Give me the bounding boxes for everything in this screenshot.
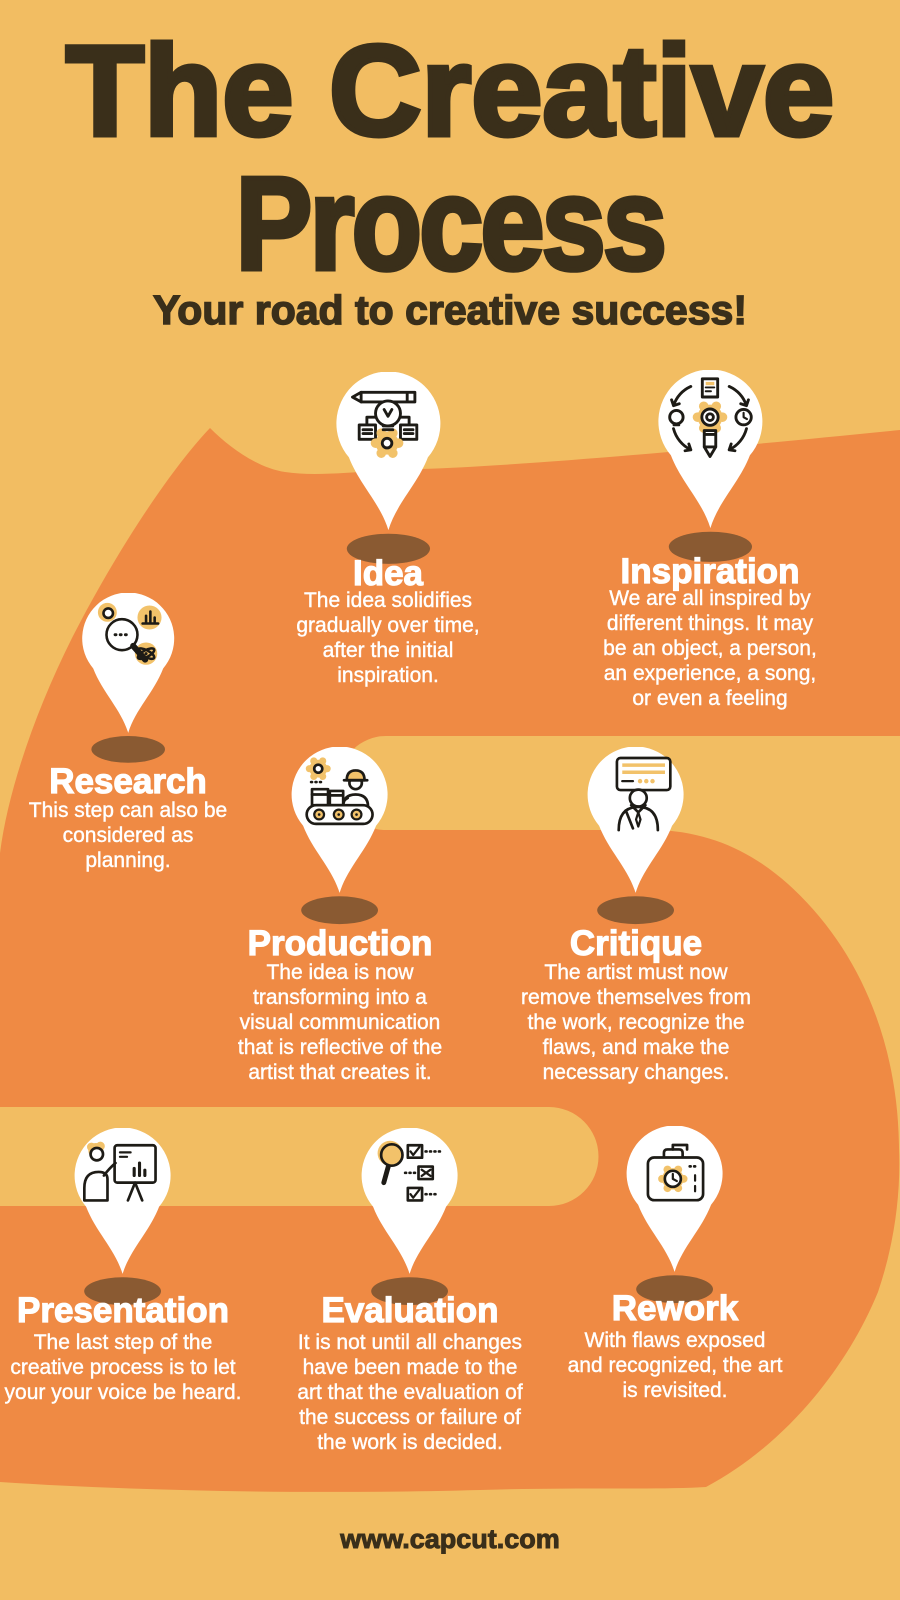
production-icon — [305, 757, 374, 826]
step-desc-evaluation: It is not until all changes have been ma… — [297, 1331, 523, 1454]
critique-icon — [615, 756, 672, 832]
presentation-icon — [83, 1141, 157, 1202]
step-desc-critique: The artist must now remove themselves fr… — [521, 961, 751, 1084]
step-title-idea: Idea — [352, 553, 424, 593]
step-desc-rework: With flaws exposed and recognized, the a… — [567, 1329, 783, 1402]
footer-url: www.capcut.com — [340, 1524, 561, 1555]
step-desc-idea: The idea solidifies gradually over time,… — [296, 589, 480, 687]
page-title-line2: Process — [233, 150, 669, 297]
idea-icon — [351, 390, 419, 458]
step-title-presentation: Presentation — [16, 1290, 229, 1330]
page-subtitle: Your road to creative success! — [152, 286, 747, 334]
page-title-line1: The Creative — [63, 20, 836, 163]
evaluation-icon — [377, 1140, 442, 1202]
step-title-inspiration: Inspiration — [620, 551, 800, 591]
step-desc-inspiration: We are all inspired by different things.… — [603, 587, 817, 710]
step-title-evaluation: Evaluation — [321, 1290, 499, 1330]
map-pin-inspiration — [658, 369, 762, 562]
step-desc-production: The idea is now transforming into a visu… — [237, 961, 443, 1084]
step-title-rework: Rework — [611, 1288, 739, 1328]
step-desc-presentation: The last step of the creative process is… — [4, 1331, 242, 1404]
step-desc-research: This step can also be considered as plan… — [28, 799, 228, 872]
inspiration-icon — [668, 377, 753, 458]
rework-icon — [646, 1143, 705, 1202]
step-title-production: Production — [247, 923, 433, 963]
research-icon — [97, 602, 162, 665]
step-title-research: Research — [49, 761, 208, 801]
step-title-critique: Critique — [569, 923, 703, 963]
